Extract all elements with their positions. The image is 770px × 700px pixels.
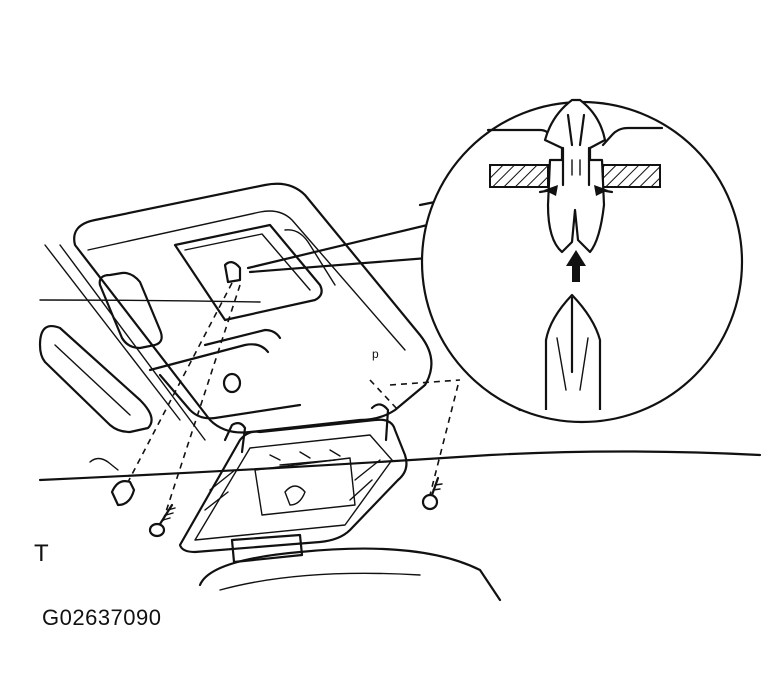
assembly-lines	[127, 282, 461, 531]
figure-code-label: G02637090	[42, 605, 162, 630]
lens-cover	[178, 403, 408, 564]
push-arrow-icon	[566, 250, 586, 282]
map-light-housing: p	[73, 182, 433, 434]
headliner-edge	[198, 547, 502, 602]
view-direction-mark: T	[34, 540, 49, 567]
callout-leaders	[246, 220, 442, 274]
grab-handle	[38, 324, 153, 434]
svg-text:p: p	[372, 347, 379, 361]
screws	[89, 457, 443, 538]
retaining-clip	[538, 98, 614, 254]
screwdriver-icon	[544, 293, 602, 410]
